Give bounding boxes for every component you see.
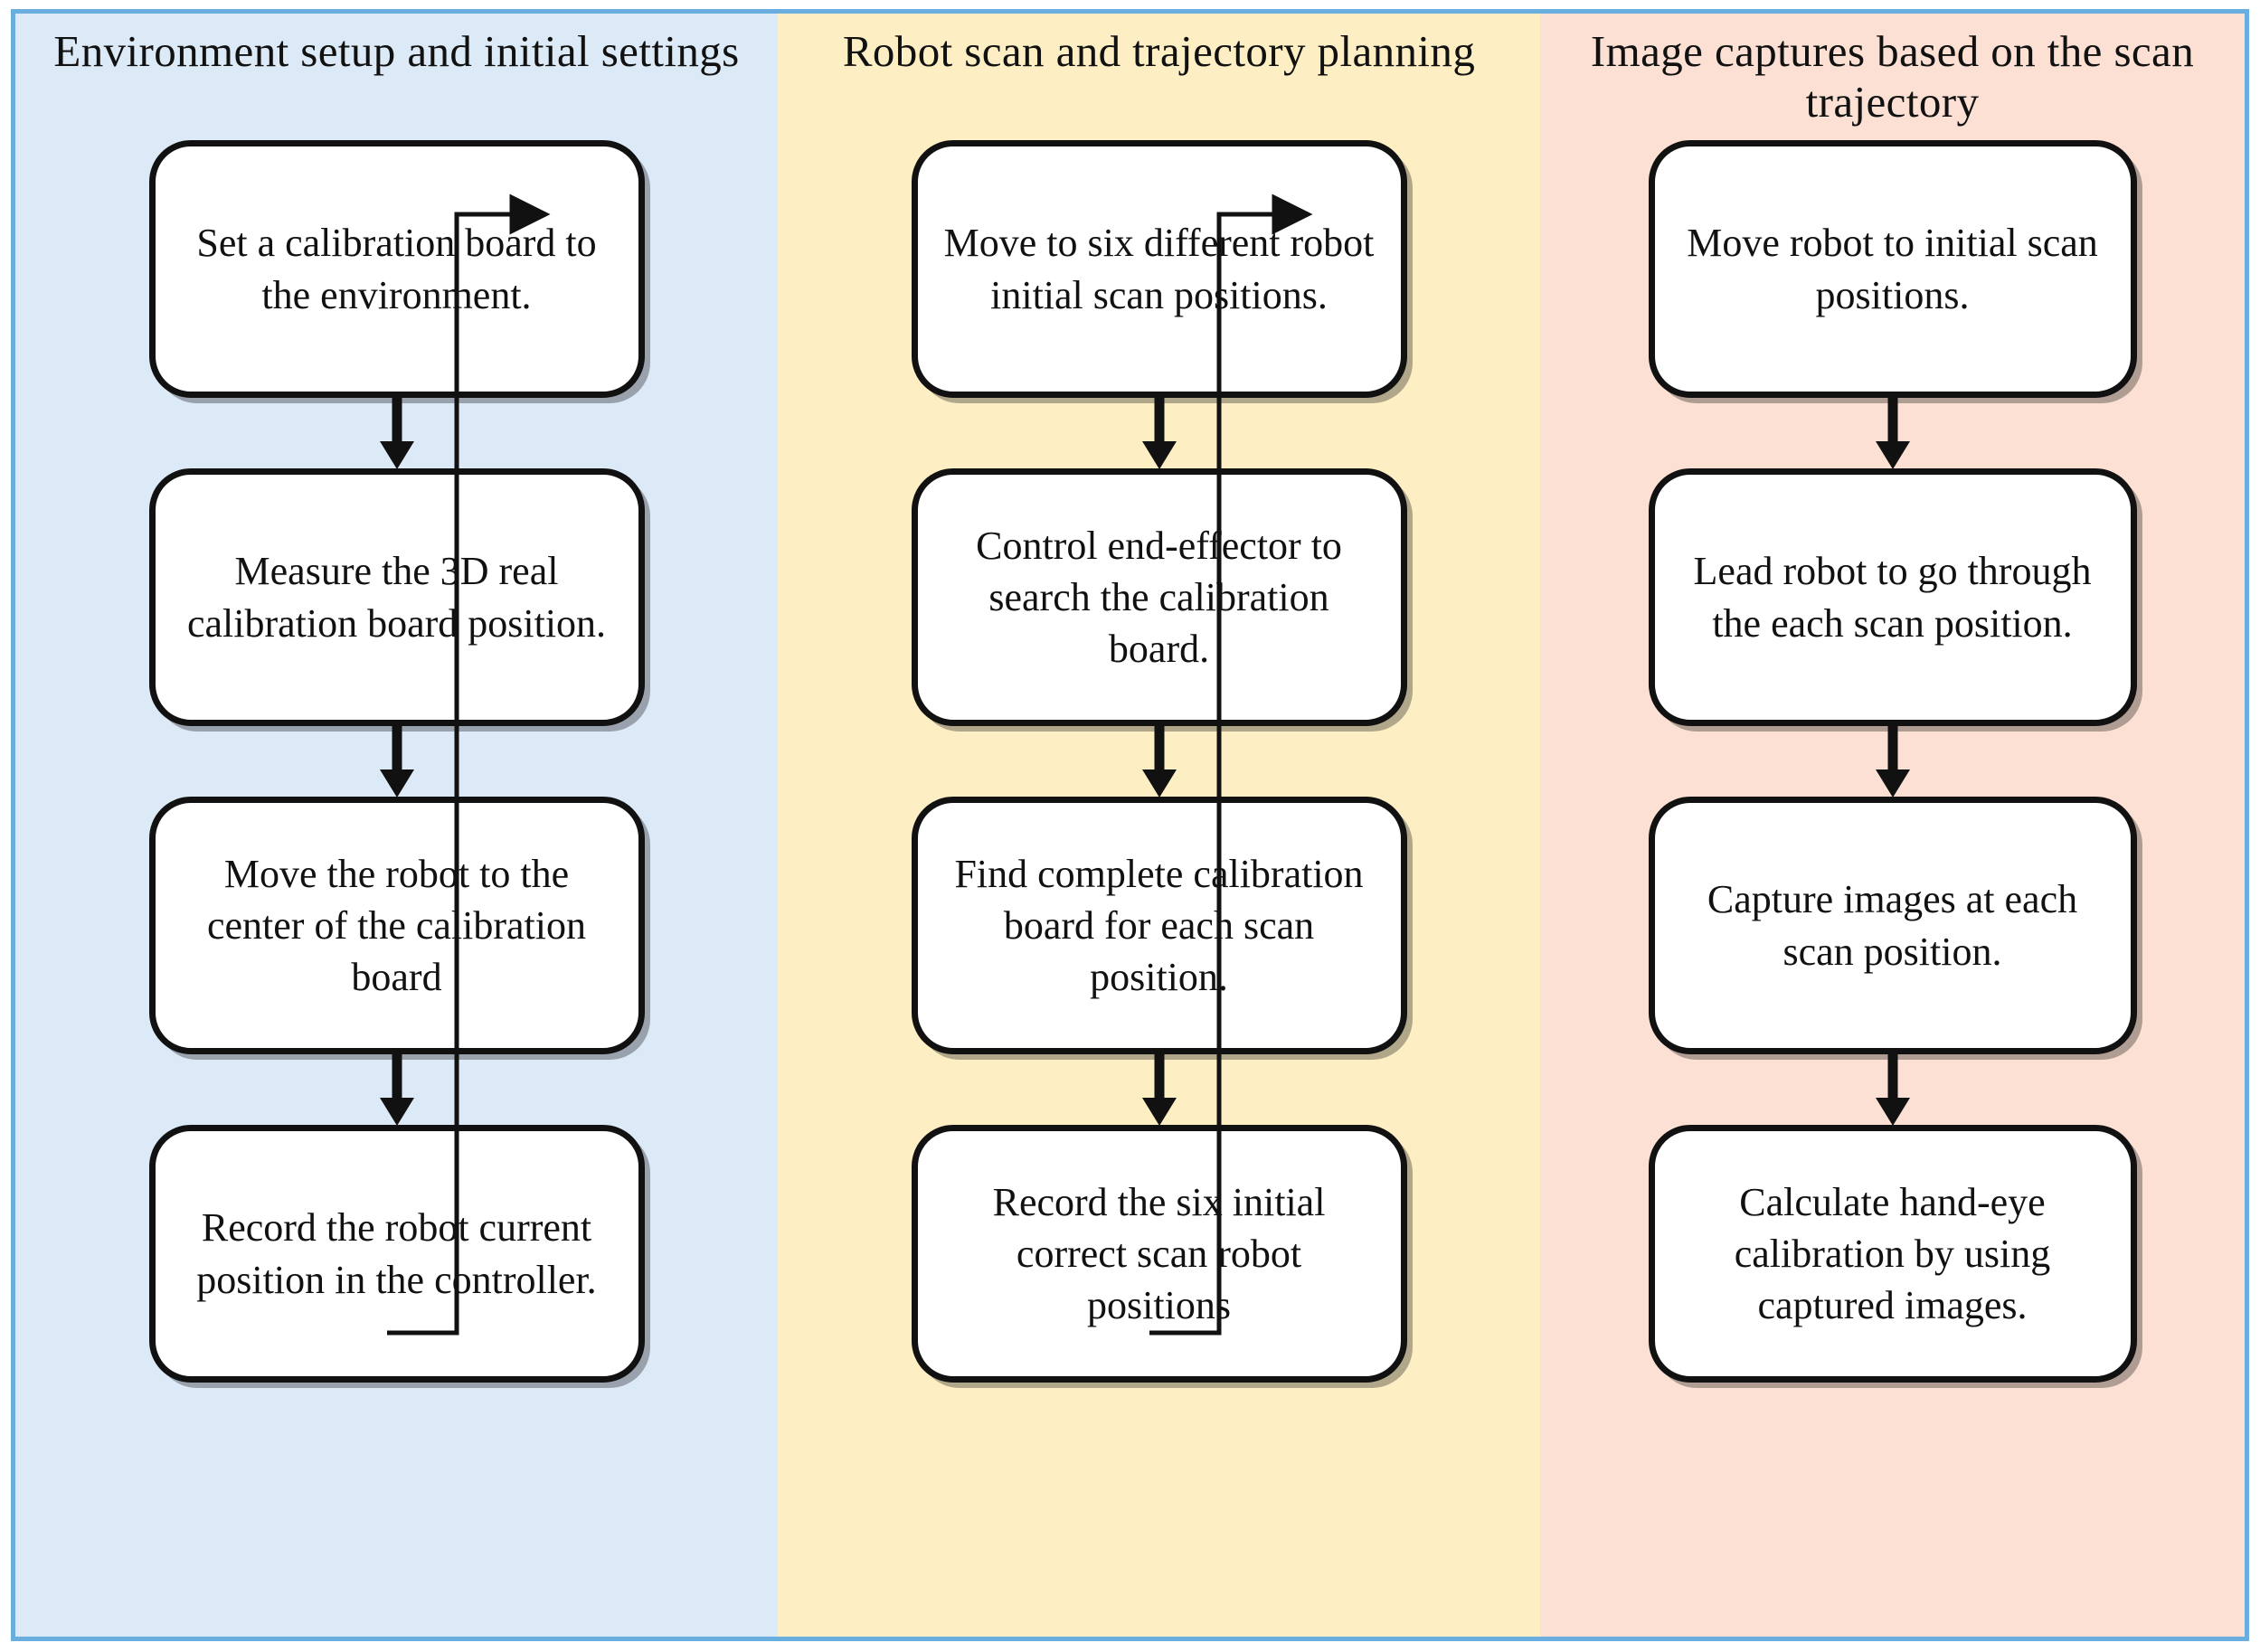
- node-s2n4[interactable]: Record the six initial correct scan robo…: [911, 1125, 1407, 1383]
- arrow-head-down-icon: [1141, 441, 1177, 469]
- stage-column-2: Robot scan and trajectory planning Move …: [778, 14, 1541, 1637]
- arrow-shaft: [1887, 724, 1897, 777]
- arrow-s1n2-to-s1n3: [370, 724, 424, 798]
- arrow-s3n1-to-s3n2: [1866, 396, 1920, 469]
- node-s1n3[interactable]: Move the robot to the center of the cali…: [148, 797, 645, 1054]
- arrow-head-down-icon: [1875, 769, 1910, 798]
- node-s1n1[interactable]: Set a calibration board to the environme…: [148, 140, 645, 398]
- arrow-s2n3-to-s2n4: [1132, 1053, 1187, 1126]
- node-s2n3[interactable]: Find complete calibration board for each…: [911, 797, 1407, 1054]
- node-s3n2[interactable]: Lead robot to go through the each scan p…: [1648, 468, 2137, 726]
- stage-1-header: Environment setup and initial settings: [53, 26, 740, 76]
- stage-3-node-stack: Move robot to initial scan positions. Le…: [1540, 140, 2245, 1383]
- flowchart-panel: Environment setup and initial settings S…: [11, 9, 2249, 1641]
- arrow-shaft: [1887, 396, 1897, 448]
- node-s3n1[interactable]: Move robot to initial scan positions.: [1648, 140, 2137, 398]
- stage-column-3: Image captures based on the scan traject…: [1540, 14, 2245, 1637]
- stage-column-1: Environment setup and initial settings S…: [15, 14, 779, 1637]
- node-s1n4[interactable]: Record the robot current position in the…: [148, 1125, 645, 1383]
- arrow-s3n3-to-s3n4: [1866, 1053, 1920, 1126]
- arrow-head-down-icon: [379, 769, 414, 798]
- stage-2-node-stack: Move to six different robot initial scan…: [778, 140, 1540, 1383]
- arrow-head-down-icon: [1875, 1098, 1910, 1126]
- node-s1n2[interactable]: Measure the 3D real calibration board po…: [148, 468, 645, 726]
- node-s2n2[interactable]: Control end-effector to search the calib…: [911, 468, 1407, 726]
- node-s3n4[interactable]: Calculate hand-eye calibration by using …: [1648, 1125, 2137, 1383]
- arrow-s1n1-to-s1n2: [370, 396, 424, 469]
- stage-1-node-stack: Set a calibration board to the environme…: [15, 140, 778, 1383]
- node-s3n3[interactable]: Capture images at each scan position.: [1648, 797, 2137, 1054]
- arrow-s3n2-to-s3n3: [1866, 724, 1920, 798]
- stage-3-header: Image captures based on the scan traject…: [1590, 26, 2195, 127]
- arrow-head-down-icon: [1141, 1098, 1177, 1126]
- arrow-shaft: [1887, 1053, 1897, 1105]
- arrow-head-down-icon: [1141, 769, 1177, 798]
- stage-columns: Environment setup and initial settings S…: [15, 14, 2245, 1637]
- node-s2n1[interactable]: Move to six different robot initial scan…: [911, 140, 1407, 398]
- arrow-s1n3-to-s1n4: [370, 1053, 424, 1126]
- arrow-s2n2-to-s2n3: [1132, 724, 1187, 798]
- stage-2-header: Robot scan and trajectory planning: [842, 26, 1476, 76]
- arrow-s2n1-to-s2n2: [1132, 396, 1187, 469]
- arrow-head-down-icon: [379, 1098, 414, 1126]
- arrow-head-down-icon: [379, 441, 414, 469]
- arrow-head-down-icon: [1875, 441, 1910, 469]
